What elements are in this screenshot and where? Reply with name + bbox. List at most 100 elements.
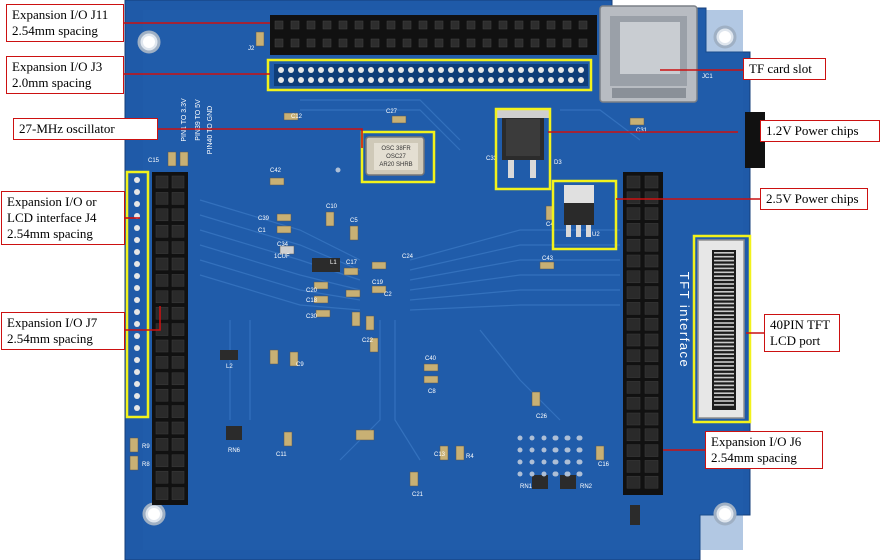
smd-components <box>129 31 645 525</box>
via <box>529 435 535 441</box>
power-chip-1v2 <box>496 110 550 178</box>
j11-pin <box>546 38 556 48</box>
j7-pin <box>155 438 169 451</box>
j11-pin <box>274 20 284 30</box>
j3-pin <box>438 77 444 83</box>
j11-pin <box>386 38 396 48</box>
silk-ref-c1: C1 <box>258 228 266 234</box>
j3-pin <box>398 67 404 73</box>
lcd-pin <box>714 326 734 328</box>
j6-pin <box>626 238 641 252</box>
tf-card-slot <box>599 5 698 103</box>
j3-pin <box>278 77 284 83</box>
j6-pin <box>644 302 659 315</box>
j3-pin <box>368 67 374 73</box>
lcd-pin <box>714 252 734 254</box>
callout-1v2-power: 1.2V Power chips <box>760 120 880 142</box>
j7-pin <box>171 454 185 468</box>
j7-pin <box>171 339 185 353</box>
j11-pin <box>482 20 492 30</box>
j3-pin <box>298 67 304 73</box>
j6-pin <box>644 238 659 252</box>
j11-pin <box>418 38 428 48</box>
j6-pin <box>644 365 659 378</box>
j4-pin <box>134 261 140 267</box>
j4-pin <box>134 309 140 315</box>
j11-pin <box>530 38 540 48</box>
silk-ref-c10: C10 <box>326 204 338 210</box>
j7-pin <box>155 487 169 500</box>
silk-ref-c12: C12 <box>291 114 303 120</box>
j11-pin <box>498 20 508 30</box>
j3-pin <box>508 77 514 83</box>
j6-pin <box>626 475 641 489</box>
j4-pin <box>134 297 140 303</box>
callout-lcd-port: 40PIN TFT LCD port <box>764 314 840 352</box>
lcd-pin <box>714 365 734 367</box>
j3-pin <box>338 67 344 73</box>
lcd-pin <box>714 345 734 348</box>
j11-pin <box>466 20 476 30</box>
j4-pin <box>134 225 140 231</box>
j11-pin <box>482 38 492 48</box>
callout-j7-line2: 2.54mm spacing <box>7 331 93 346</box>
j4-pin <box>134 357 140 363</box>
j6-pin <box>626 270 641 284</box>
j3-pin <box>408 77 414 83</box>
j6-pin <box>644 444 659 457</box>
j3-pin <box>378 67 384 73</box>
j3-pin <box>378 77 384 83</box>
j3-pin <box>518 77 524 83</box>
silk-ref-c26: C26 <box>536 414 548 420</box>
silk-pin39: PIN39 TO 5V <box>195 99 202 141</box>
j6-pin <box>626 333 641 347</box>
j3-pin <box>298 77 304 83</box>
j3-pin <box>578 67 584 73</box>
j11-pin <box>290 38 300 48</box>
j3-pin <box>508 67 514 73</box>
j3-pin <box>358 67 364 73</box>
j7-pin <box>171 323 185 336</box>
j3-pin <box>558 77 564 83</box>
via-grid <box>335 167 583 477</box>
callout-j4: Expansion I/O or LCD interface J4 2.54mm… <box>1 191 125 245</box>
j11-pin <box>370 20 380 30</box>
header-j6 <box>623 172 663 495</box>
j3-pin <box>578 77 584 83</box>
silk-ref-l2: L2 <box>226 364 233 370</box>
highlight-oscillator <box>360 130 436 184</box>
callout-j6: Expansion I/O J6 2.54mm spacing <box>705 431 823 469</box>
j6-pin <box>626 191 641 205</box>
j6-pin <box>626 207 641 220</box>
j7-pin <box>171 470 185 484</box>
j6-pin <box>644 254 659 268</box>
j3-pin <box>318 77 324 83</box>
callout-1v2-power-line1: 1.2V Power chips <box>766 123 859 138</box>
silk-ref-c40: C40 <box>425 356 437 362</box>
j3-pin <box>408 67 414 73</box>
j7-pin <box>155 224 169 238</box>
via <box>517 459 523 465</box>
silk-ref-c43: C43 <box>542 256 554 262</box>
lcd-pin <box>714 275 734 277</box>
j3-pin <box>338 77 344 83</box>
highlight-j4 <box>125 170 150 419</box>
j6-pin <box>626 428 641 442</box>
silk-ref-c34: C34 <box>277 242 289 248</box>
j3-pin <box>558 67 564 73</box>
j11-pin <box>402 20 412 30</box>
via <box>517 447 523 453</box>
lcd-pin <box>714 372 734 375</box>
lcd-pin <box>714 263 734 266</box>
j3-pin <box>328 77 334 83</box>
lcd-pin <box>714 341 734 344</box>
j3-pin <box>498 67 504 73</box>
j7-pin <box>171 274 185 287</box>
j4-pin <box>134 321 140 327</box>
power-chip-2v5 <box>564 185 594 237</box>
osc-text-1: OSC 38FR <box>381 146 411 152</box>
lcd-pin <box>714 330 734 332</box>
lcd-connector <box>697 239 745 419</box>
silk-ref-r9: R9 <box>142 444 150 450</box>
j3-pin <box>448 77 454 83</box>
